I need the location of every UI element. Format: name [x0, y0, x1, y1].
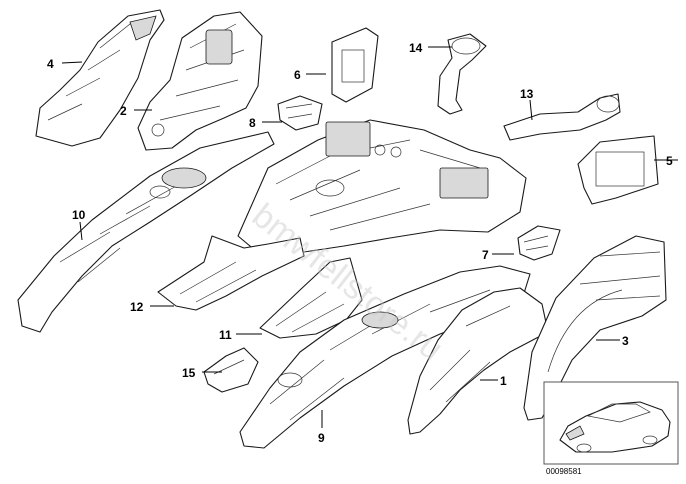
part-11-floor-panel[interactable] [259, 257, 363, 339]
callout-2[interactable]: 2 [120, 104, 127, 118]
callout-9[interactable]: 9 [318, 431, 325, 445]
leader-lines [61, 46, 678, 428]
leader-13 [529, 99, 533, 121]
part-7-bracket[interactable] [517, 225, 561, 261]
callout-11[interactable]: 11 [219, 328, 232, 342]
callout-13[interactable]: 13 [520, 87, 534, 101]
callout-7[interactable]: 7 [482, 248, 489, 262]
callout-6[interactable]: 6 [294, 68, 301, 82]
callout-4[interactable]: 4 [47, 57, 54, 71]
callout-1[interactable]: 1 [500, 374, 507, 388]
part-14-hose[interactable] [437, 33, 487, 115]
part-15-bracket[interactable] [203, 347, 259, 393]
part-8-clip[interactable] [277, 95, 323, 131]
part-5-cover-plate[interactable] [577, 135, 659, 205]
callout-14[interactable]: 14 [409, 41, 423, 55]
callout-3[interactable]: 3 [622, 334, 629, 348]
callout-5[interactable]: 5 [666, 154, 673, 168]
callout-8[interactable]: 8 [249, 116, 256, 130]
callout-15[interactable]: 15 [182, 366, 196, 380]
part-12-floor-panel[interactable] [157, 235, 305, 311]
leader-10 [79, 221, 83, 241]
central-floor-assembly[interactable] [237, 119, 527, 257]
part-6-bracket-plate[interactable] [331, 27, 379, 103]
part-4-wheel-arch-strut[interactable] [35, 9, 165, 147]
part-10-side-member-left[interactable] [17, 131, 275, 333]
part-9-side-member-right[interactable] [239, 265, 531, 449]
part-2-suspension-tower[interactable] [137, 11, 263, 151]
callout-labels: 4 2 6 8 14 13 5 10 7 12 11 15 1 9 3 [47, 41, 673, 445]
leader-4 [61, 61, 83, 64]
reference-code: 00098581 [546, 467, 582, 476]
vehicle-locator-thumbnail: 00098581 [543, 381, 679, 476]
callout-10[interactable]: 10 [72, 208, 86, 222]
car-silhouette-icon [559, 401, 671, 453]
callout-12[interactable]: 12 [130, 300, 144, 314]
part-13-hose[interactable] [503, 93, 621, 141]
